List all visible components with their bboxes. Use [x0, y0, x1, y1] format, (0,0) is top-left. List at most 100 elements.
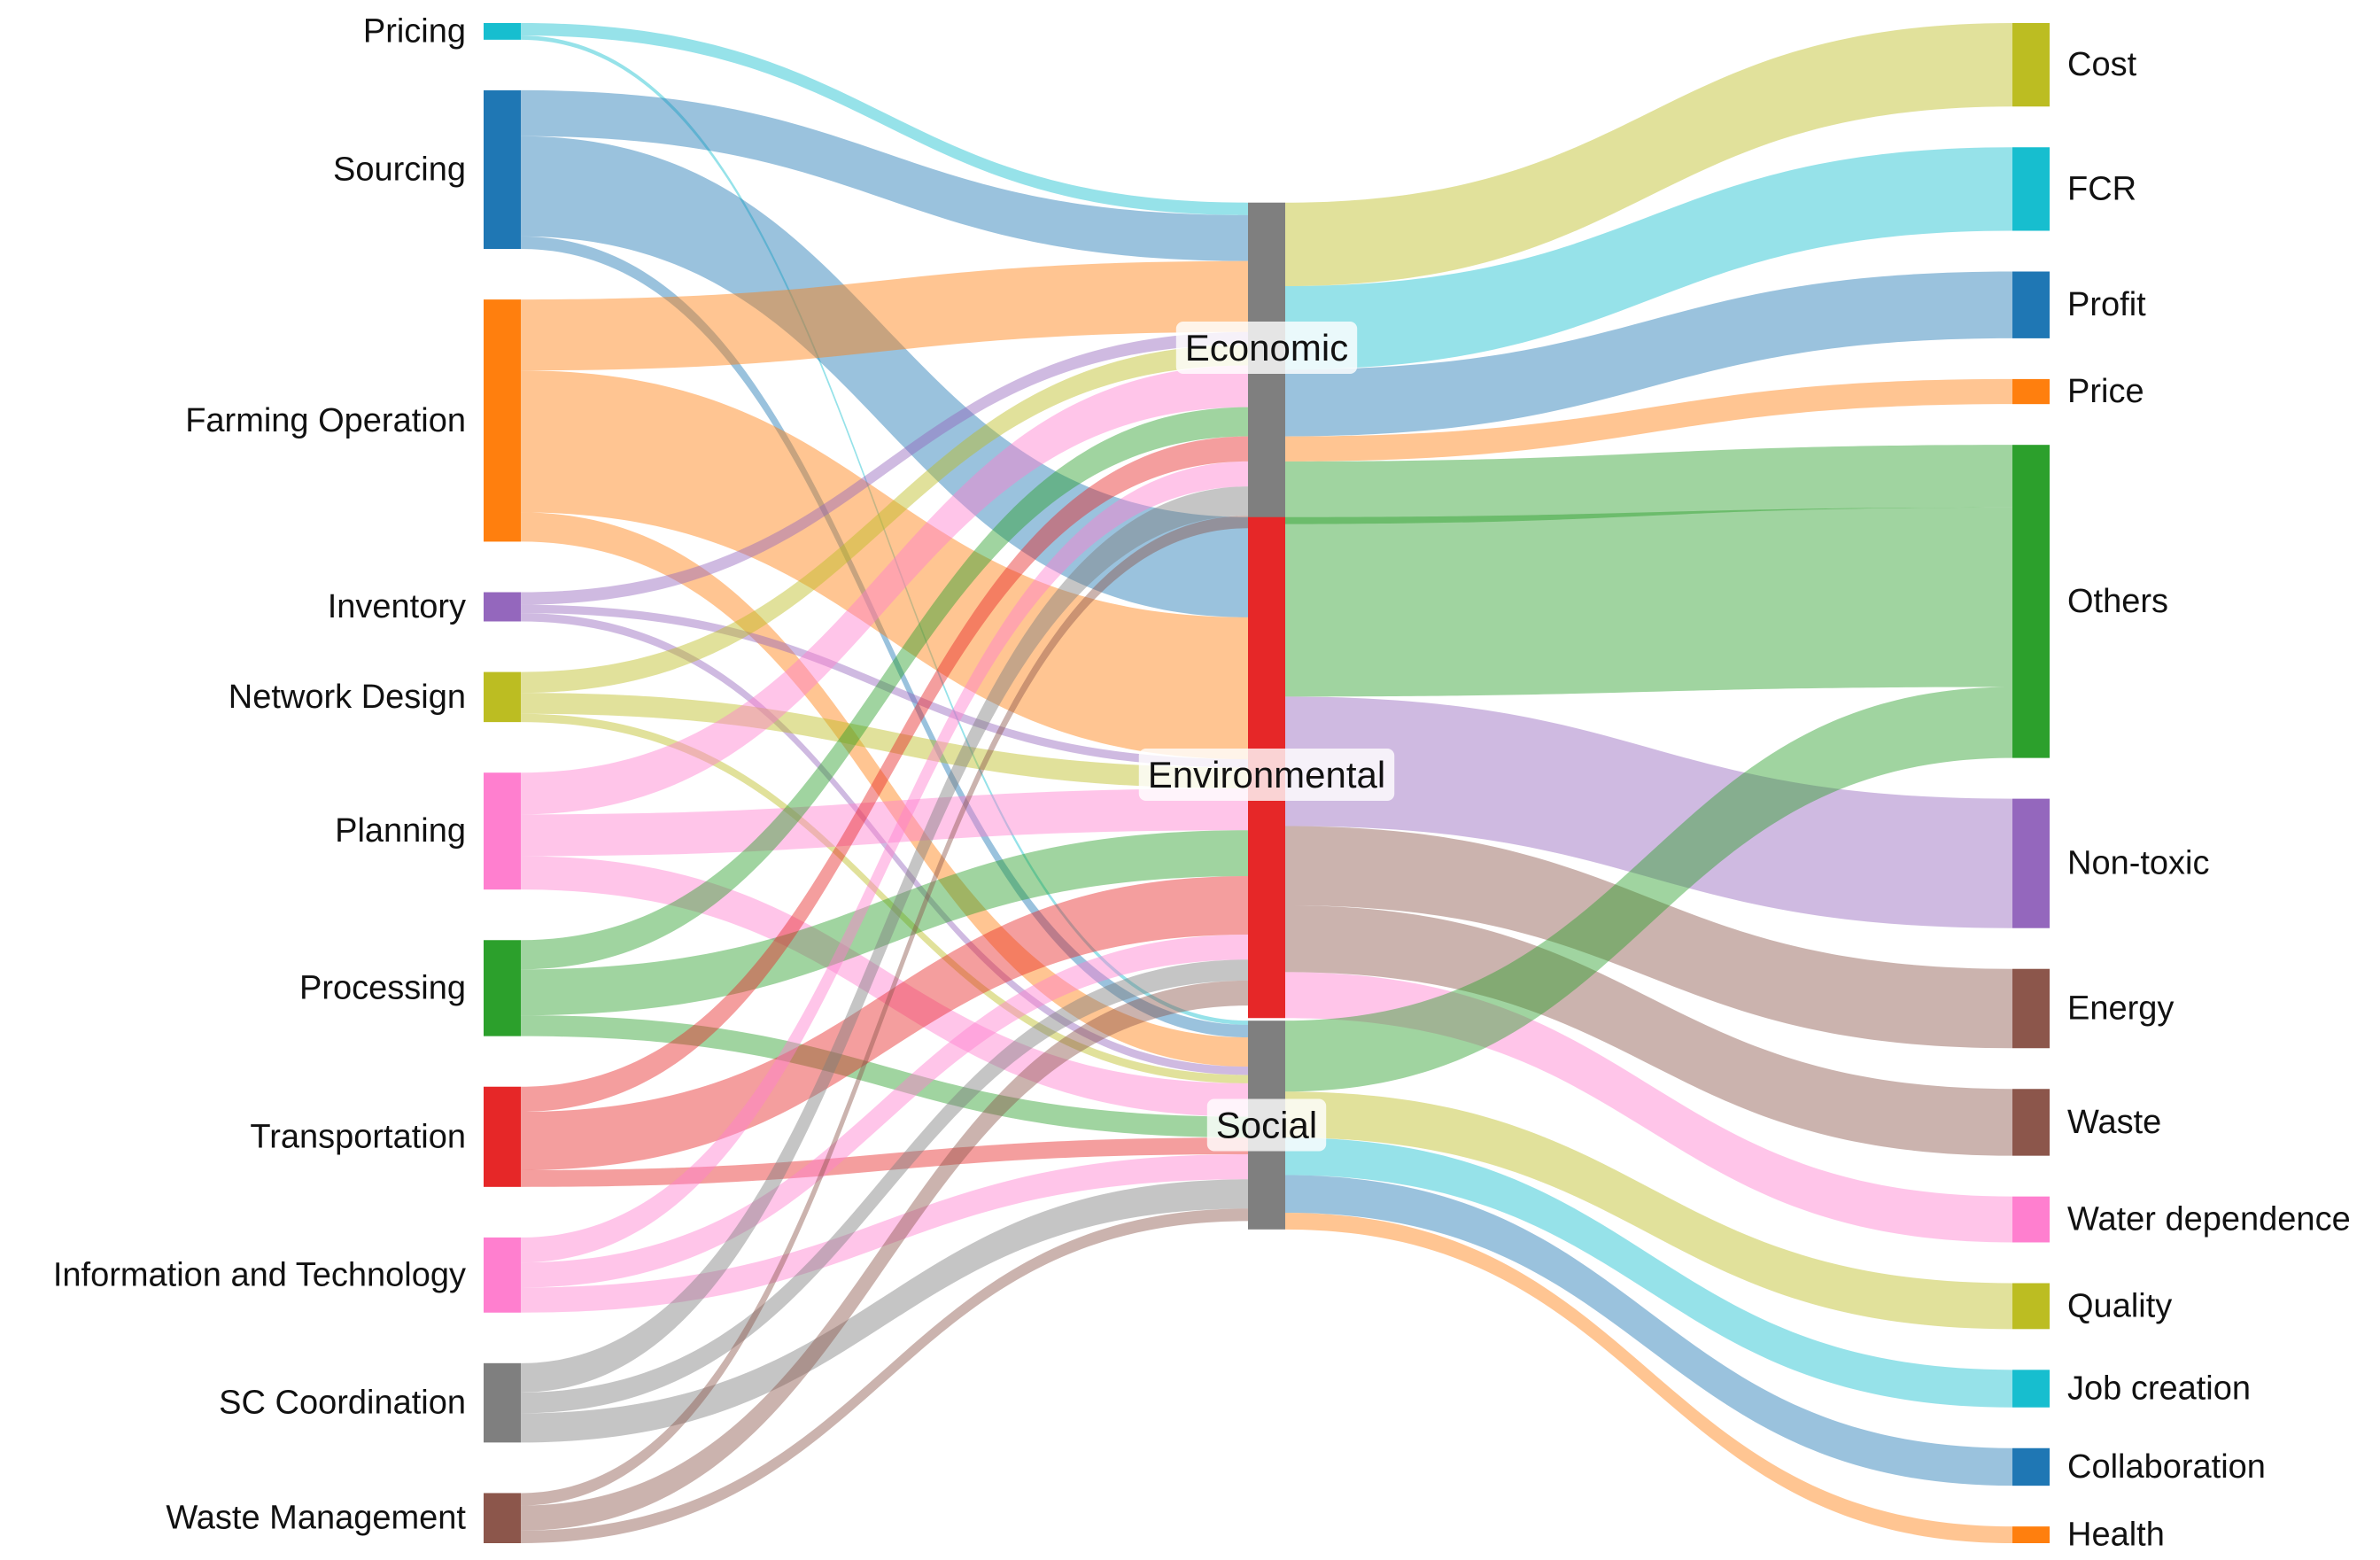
link-pricing-to-economic: [521, 23, 1248, 215]
node-sourcing: [484, 89, 521, 250]
node-nontoxic: [2012, 798, 2050, 928]
link-economic-to-profit: [1285, 271, 2012, 437]
label-profit: Profit: [2067, 286, 2146, 323]
label-quality: Quality: [2067, 1287, 2172, 1324]
link-economic-to-others: [1285, 445, 2012, 524]
label-transportation: Transportation: [250, 1118, 466, 1155]
label-planning: Planning: [335, 812, 466, 850]
node-inventory: [484, 592, 521, 622]
label-water: Water dependence: [2067, 1201, 2351, 1238]
node-network: [484, 671, 521, 723]
label-cost: Cost: [2067, 46, 2137, 83]
link-waste_mgmt-to-environmental: [521, 980, 1248, 1531]
label-environmental: Environmental: [1148, 754, 1385, 796]
node-collab: [2012, 1447, 2050, 1486]
node-planning: [484, 772, 521, 890]
link-planning-to-social: [521, 856, 1248, 1117]
link-planning-to-environmental: [521, 788, 1248, 857]
label-price: Price: [2067, 373, 2144, 410]
link-social-to-collab: [1285, 1175, 2012, 1486]
label-bg-economic: [1175, 322, 1358, 374]
node-cost: [2012, 23, 2050, 107]
node-waste_mgmt: [484, 1493, 521, 1543]
label-sourcing: Sourcing: [333, 151, 466, 188]
label-pricing: Pricing: [363, 12, 466, 50]
label-health: Health: [2067, 1517, 2165, 1554]
label-farming: Farming Operation: [185, 402, 466, 439]
label-sccoord: SC Coordination: [219, 1385, 466, 1422]
label-others: Others: [2067, 583, 2168, 620]
link-infotech-to-social: [521, 1153, 1248, 1313]
link-pricing-to-social: [521, 35, 1248, 1025]
nodes-layer: [484, 23, 2050, 1543]
node-sccoord: [484, 1362, 521, 1443]
label-box-environmental: Environmental: [1138, 749, 1395, 801]
node-price: [2012, 378, 2050, 405]
node-profit: [2012, 271, 2050, 338]
link-processing-to-environmental: [521, 830, 1248, 1016]
link-environmental-to-waste: [1285, 905, 2012, 1156]
node-water: [2012, 1196, 2050, 1243]
link-social-to-health: [1285, 1212, 2012, 1543]
label-processing: Processing: [299, 969, 466, 1006]
node-fcr: [2012, 147, 2050, 231]
label-box-social: Social: [1206, 1098, 1327, 1152]
link-transportation-to-environmental: [521, 876, 1248, 1170]
link-sourcing-to-economic: [521, 89, 1248, 261]
node-health: [2012, 1526, 2050, 1543]
link-transportation-to-social: [521, 1137, 1248, 1187]
link-environmental-to-nontoxic: [1285, 696, 2012, 928]
link-planning-to-economic: [521, 365, 1248, 815]
label-waste: Waste: [2067, 1104, 2161, 1141]
label-waste_mgmt: Waste Management: [166, 1500, 466, 1537]
link-environmental-to-others: [1285, 507, 2012, 697]
label-social: Social: [1216, 1105, 1317, 1146]
link-sourcing-to-environmental: [521, 136, 1248, 617]
link-sccoord-to-environmental: [521, 959, 1248, 1414]
label-bg-environmental: [1138, 749, 1395, 801]
link-sourcing-to-social: [521, 236, 1248, 1038]
label-jobs: Job creation: [2067, 1370, 2251, 1408]
label-box-economic: Economic: [1175, 322, 1358, 374]
label-collab: Collaboration: [2067, 1448, 2266, 1486]
links-layer: [521, 23, 2012, 1543]
node-transportation: [484, 1086, 521, 1187]
node-farming: [484, 299, 521, 542]
link-inventory-to-economic: [521, 331, 1248, 605]
link-processing-to-economic: [521, 407, 1248, 970]
link-environmental-to-water: [1285, 972, 2012, 1243]
link-farming-to-environmental: [521, 370, 1248, 760]
label-fcr: FCR: [2067, 170, 2136, 207]
link-economic-to-price: [1285, 378, 2012, 462]
link-inventory-to-social: [521, 613, 1248, 1075]
label-inventory: Inventory: [328, 588, 466, 625]
link-infotech-to-environmental: [521, 935, 1248, 1288]
link-social-to-quality: [1285, 1091, 2012, 1330]
label-bg-social: [1206, 1098, 1327, 1152]
link-sccoord-to-social: [521, 1179, 1248, 1443]
link-social-to-jobs: [1285, 1137, 2012, 1408]
node-energy: [2012, 968, 2050, 1049]
label-nontoxic: Non-toxic: [2067, 845, 2210, 882]
link-sccoord-to-economic: [521, 486, 1248, 1393]
link-network-to-environmental: [521, 693, 1248, 789]
link-economic-to-cost: [1285, 23, 2012, 286]
link-farming-to-economic: [521, 260, 1248, 371]
link-transportation-to-economic: [521, 436, 1248, 1113]
link-infotech-to-economic: [521, 461, 1248, 1263]
link-environmental-to-energy: [1285, 826, 2012, 1049]
link-processing-to-social: [521, 1015, 1248, 1138]
label-network: Network Design: [229, 679, 466, 716]
link-network-to-economic: [521, 344, 1248, 694]
node-jobs: [2012, 1370, 2050, 1408]
label-infotech: Information and Technology: [53, 1256, 466, 1293]
link-waste_mgmt-to-social: [521, 1208, 1248, 1543]
link-waste_mgmt-to-economic: [521, 516, 1248, 1506]
label-economic: Economic: [1185, 327, 1348, 369]
link-inventory-to-environmental: [521, 604, 1248, 768]
label-energy: Energy: [2067, 990, 2174, 1027]
node-quality: [2012, 1283, 2050, 1330]
